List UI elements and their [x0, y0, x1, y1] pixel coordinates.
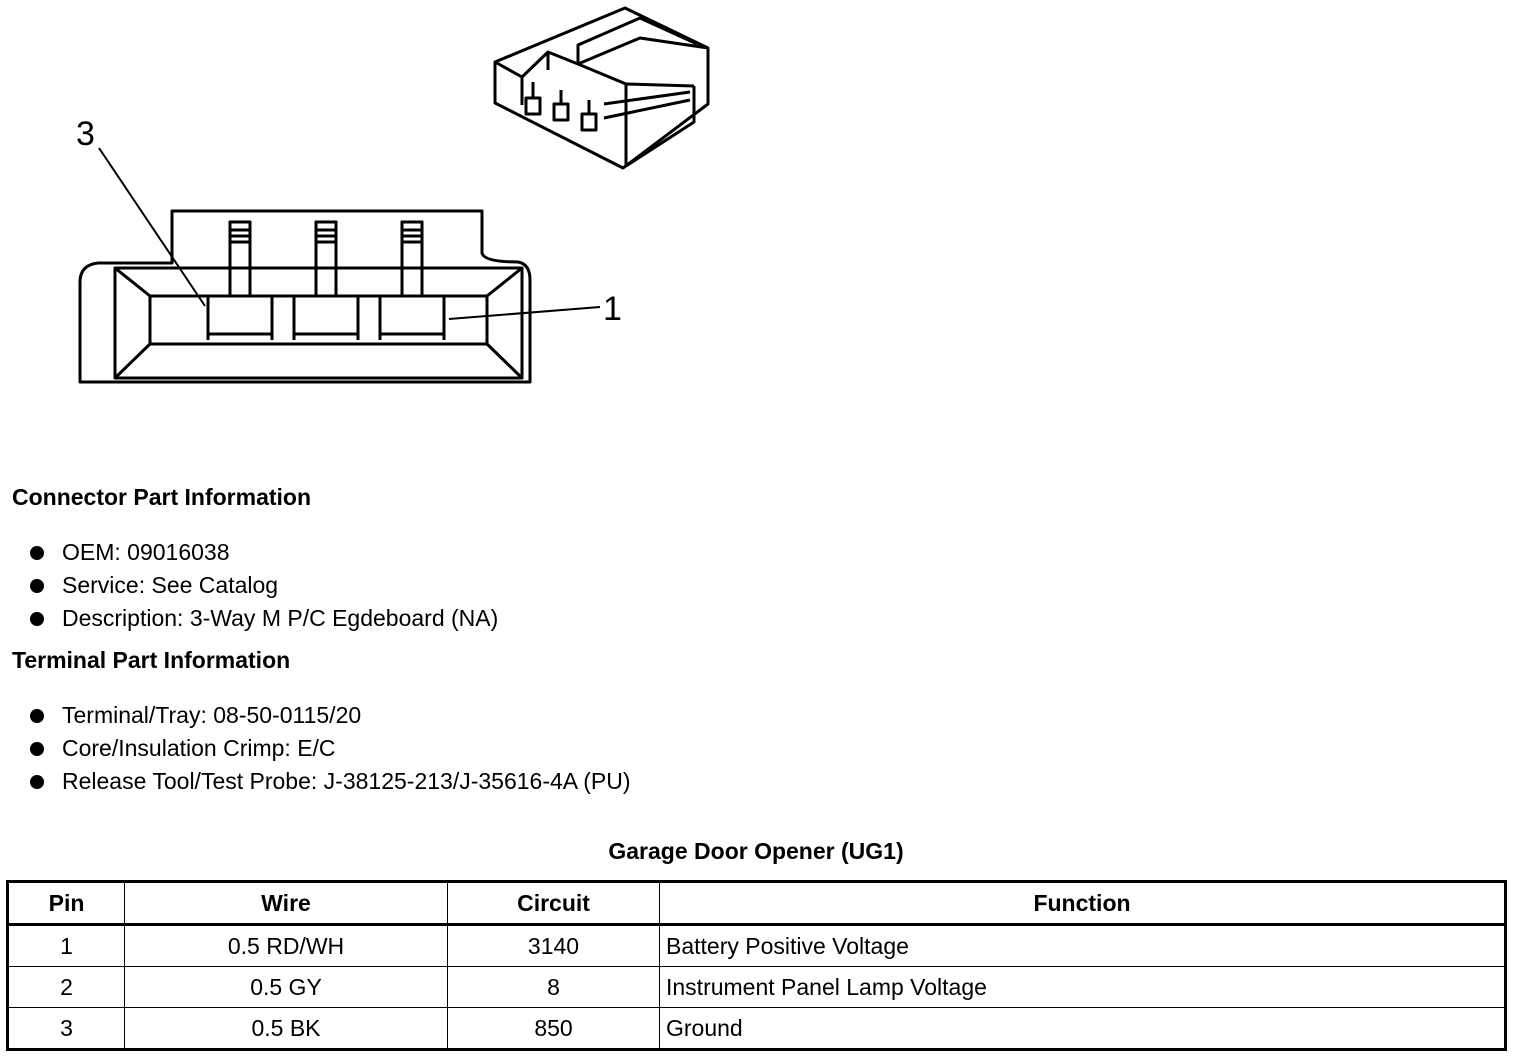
- header-pin: Pin: [7, 881, 125, 926]
- bullet-icon: [30, 612, 44, 626]
- list-item: Release Tool/Test Probe: J-38125-213/J-3…: [0, 765, 631, 798]
- bullet-icon: [30, 709, 44, 723]
- table-header-row: Pin Wire Circuit Function: [7, 881, 1506, 926]
- cell-wire: 0.5 BK: [124, 1007, 448, 1050]
- table-row: 1 0.5 RD/WH 3140 Battery Positive Voltag…: [7, 924, 1506, 967]
- header-wire: Wire: [124, 881, 448, 926]
- connector-face-view: [78, 147, 601, 384]
- table-row: 2 0.5 GY 8 Instrument Panel Lamp Voltage: [7, 966, 1506, 1008]
- pin-1-label: 1: [603, 290, 622, 328]
- header-function: Function: [659, 881, 1506, 926]
- cell-circuit: 8: [447, 966, 660, 1008]
- connector-isometric-view: [493, 6, 710, 170]
- bullet-icon: [30, 579, 44, 593]
- header-circuit: Circuit: [447, 881, 660, 926]
- cell-pin: 3: [7, 1007, 125, 1050]
- list-item: Description: 3-Way M P/C Egdeboard (NA): [0, 602, 498, 635]
- connector-info-heading: Connector Part Information: [12, 484, 312, 510]
- cell-function: Ground: [659, 1007, 1506, 1050]
- cell-pin: 1: [7, 924, 125, 967]
- cell-wire: 0.5 GY: [124, 966, 448, 1008]
- cell-function: Instrument Panel Lamp Voltage: [659, 966, 1506, 1008]
- terminal-info-heading: Terminal Part Information: [12, 647, 291, 673]
- table-row: 3 0.5 BK 850 Ground: [7, 1007, 1506, 1050]
- list-item: Service: See Catalog: [0, 569, 498, 602]
- cell-function: Battery Positive Voltage: [659, 924, 1506, 967]
- terminal-info-list: Terminal/Tray: 08-50-0115/20 Core/Insula…: [0, 699, 631, 798]
- table-title: Garage Door Opener (UG1): [608, 838, 904, 864]
- cell-wire: 0.5 RD/WH: [124, 924, 448, 967]
- list-item: OEM: 09016038: [0, 536, 498, 569]
- bullet-icon: [30, 742, 44, 756]
- pin-3-label: 3: [76, 115, 95, 153]
- bullet-icon: [30, 775, 44, 789]
- list-item: Terminal/Tray: 08-50-0115/20: [0, 699, 631, 732]
- cell-pin: 2: [7, 966, 125, 1008]
- pinout-table: Pin Wire Circuit Function 1 0.5 RD/WH 31…: [6, 880, 1507, 1051]
- cell-circuit: 3140: [447, 924, 660, 967]
- list-item: Core/Insulation Crimp: E/C: [0, 732, 631, 765]
- bullet-icon: [30, 546, 44, 560]
- connector-info-list: OEM: 09016038 Service: See Catalog Descr…: [0, 536, 498, 635]
- cell-circuit: 850: [447, 1007, 660, 1050]
- connector-diagram: 3 1: [76, 6, 710, 384]
